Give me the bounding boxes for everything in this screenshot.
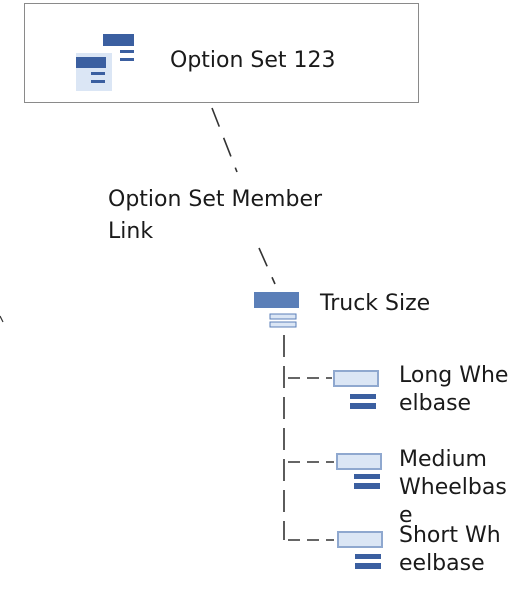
medium-wheelbase-label[interactable]: Medium Wheelbase bbox=[399, 447, 507, 528]
long-wheelbase-label[interactable]: Long Wheelbase bbox=[399, 363, 509, 416]
option-item-icon-medium bbox=[336, 453, 382, 489]
option-set-title: Option Set 123 bbox=[170, 48, 336, 73]
member-link-line-upper bbox=[211, 107, 238, 173]
short-wheelbase-label[interactable]: Short Wheelbase bbox=[399, 523, 501, 576]
option-item-icon-long bbox=[333, 370, 379, 409]
member-link-label-line1: Option Set Member bbox=[108, 187, 323, 212]
option-item-icon-short bbox=[337, 531, 383, 569]
member-link-line-lower bbox=[258, 247, 276, 285]
member-link-label-line2: Link bbox=[108, 219, 154, 244]
truck-size-label[interactable]: Truck Size bbox=[320, 291, 431, 316]
